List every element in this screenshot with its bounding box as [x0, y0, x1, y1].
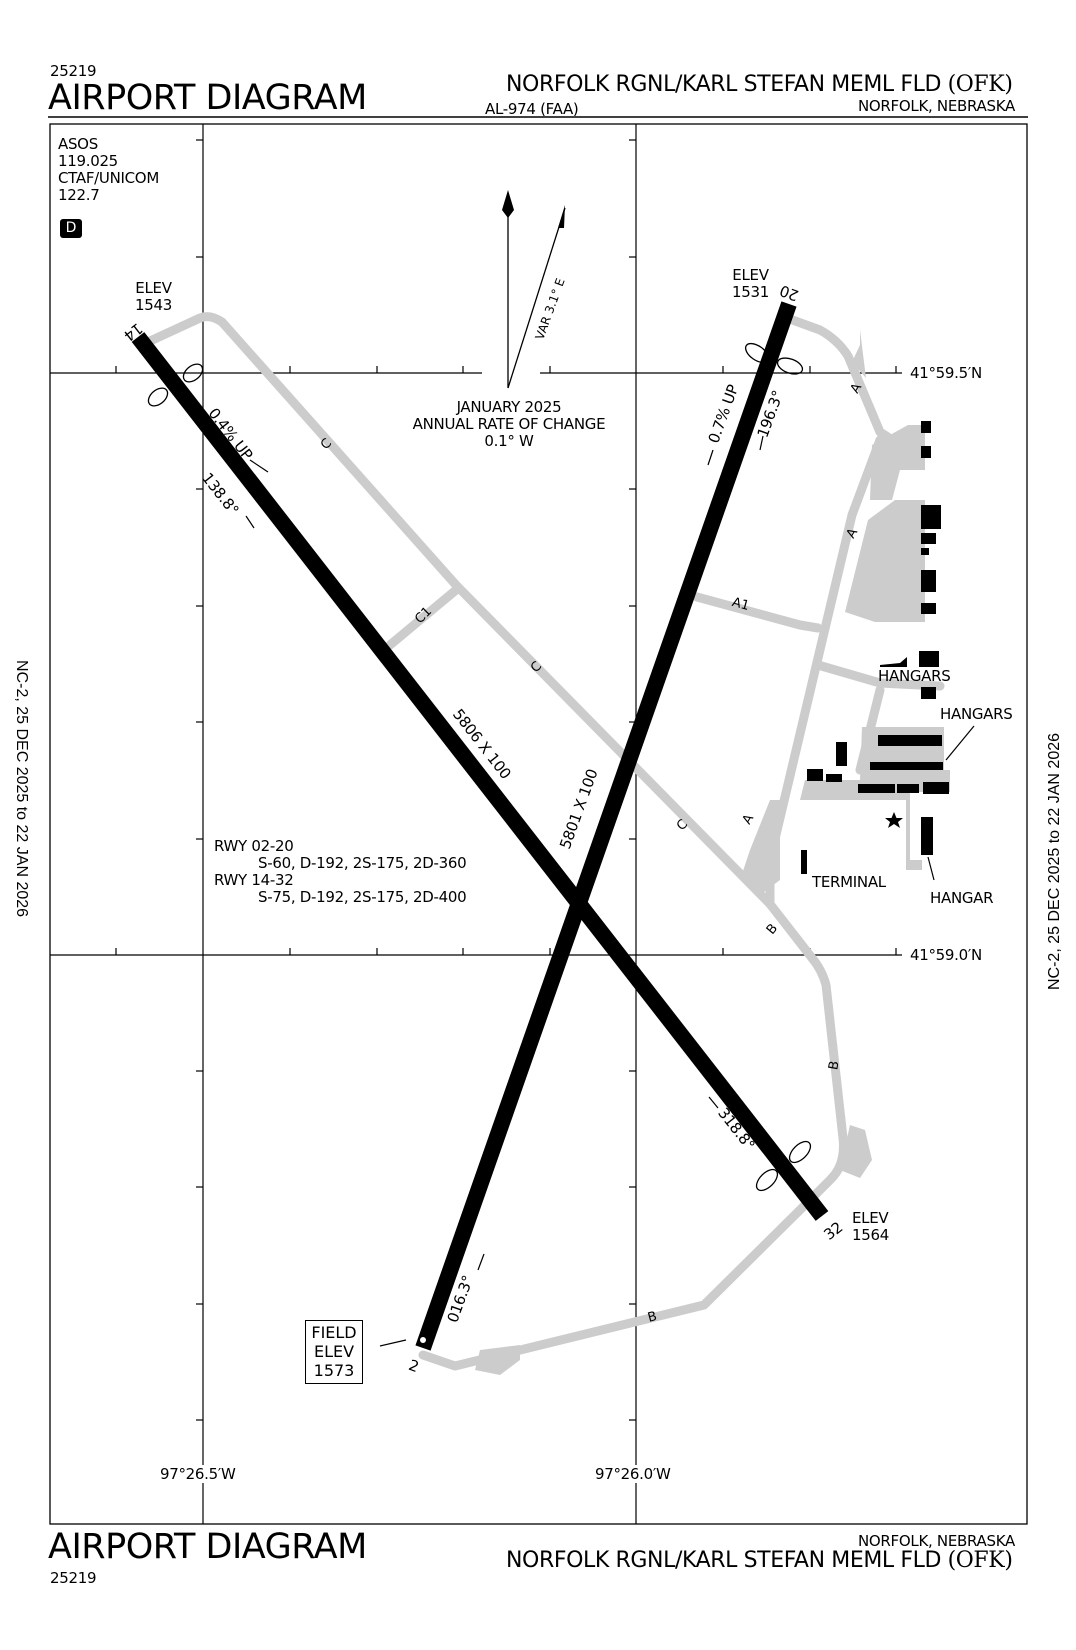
runway-14-32 [131, 332, 829, 1221]
page-title-bottom: AIRPORT DIAGRAM [48, 1527, 367, 1567]
airport-name-bottom: NORFOLK RGNL/KARL STEFAN MEML FLD (OFK) [506, 1548, 1013, 1573]
strength-runway: RWY 02-20 [214, 837, 294, 855]
magnetic-rate-block: JANUARY 2025 ANNUAL RATE OF CHANGE 0.1° … [389, 399, 629, 450]
heading-arrows [245, 435, 764, 1271]
buildings [801, 421, 949, 874]
comms-line: 122.7 [58, 186, 100, 204]
taxiway-a1 [692, 592, 823, 633]
terminal-label: TERMINAL [812, 873, 886, 891]
runway-02-20 [415, 301, 797, 1351]
rotating-beacon-icon [885, 812, 903, 828]
strength-values: S-75, D-192, 2S-175, 2D-400 [258, 888, 467, 906]
lat-lon-grid [50, 124, 902, 1524]
comms-line: ASOS [58, 135, 98, 153]
latitude-bottom: 41°59.0′N [910, 946, 982, 964]
airport-id: (OFK) [947, 1548, 1013, 1573]
taxiway-a [782, 313, 905, 450]
hangars-label-1: HANGARS [878, 667, 951, 685]
airport-name: NORFOLK RGNL/KARL STEFAN MEML FLD [506, 72, 941, 97]
longitude-right: 97°26.0′W [595, 1465, 671, 1483]
hangars-label-2: HANGARS [940, 705, 1013, 723]
latitude-top: 41°59.5′N [910, 364, 982, 382]
chart-number-bottom: 25219 [50, 1569, 97, 1587]
airport-name: NORFOLK RGNL/KARL STEFAN MEML FLD [506, 1548, 941, 1573]
strength-runway: RWY 14-32 [214, 871, 294, 889]
field-elevation-box: FIELD ELEV 1573 [305, 1320, 363, 1384]
taxiways [143, 312, 945, 1371]
taxiway-c1 [385, 585, 461, 650]
comms-frequencies: ASOS 119.025 CTAF/UNICOM 122.7 [58, 136, 159, 204]
airport-name-top: NORFOLK RGNL/KARL STEFAN MEML FLD (OFK) [506, 72, 1013, 97]
d-atis-badge: D [60, 219, 82, 238]
runway-strength-table: RWY 02-20 S-60, D-192, 2S-175, 2D-360 RW… [214, 837, 467, 906]
magnetic-variation-arrow-icon [507, 205, 566, 389]
taxiway-b [418, 899, 848, 1371]
runway-end-markers [147, 342, 812, 1192]
taxiway-a-south [765, 435, 885, 909]
hangar-label: HANGAR [930, 889, 994, 907]
airport-location-top: NORFOLK, NEBRASKA [858, 97, 1015, 115]
comms-line: CTAF/UNICOM [58, 169, 159, 187]
page-title-top: AIRPORT DIAGRAM [48, 78, 367, 118]
taxiway-c [143, 312, 775, 909]
magnetic-epoch: JANUARY 2025 [456, 398, 562, 416]
effective-dates-left: NC-2, 25 DEC 2025 to 22 JAN 2026 [13, 660, 30, 918]
runways [131, 301, 829, 1351]
strength-values: S-60, D-192, 2S-175, 2D-360 [258, 854, 467, 872]
airport-id: (OFK) [947, 72, 1013, 97]
rwy14-elevation: ELEV 1543 [135, 279, 172, 314]
callout-leaders [379, 725, 975, 1347]
magnetic-rate-value: 0.1° W [484, 432, 534, 450]
north-arrow-icon [502, 190, 514, 388]
chart-number-top: 25219 [50, 62, 97, 80]
magnetic-rate-label: ANNUAL RATE OF CHANGE [412, 415, 606, 433]
longitude-left: 97°26.5′W [160, 1465, 236, 1483]
taxiway-connector [813, 660, 945, 691]
rwy20-elevation: ELEV 1531 [732, 266, 769, 301]
field-elev-point [420, 1337, 426, 1343]
comms-line: 119.025 [58, 152, 118, 170]
airport-location-bottom: NORFOLK, NEBRASKA [858, 1532, 1015, 1550]
rwy32-elevation: ELEV 1564 [852, 1209, 889, 1244]
effective-dates-right: NC-2, 25 DEC 2025 to 22 JAN 2026 [1046, 732, 1063, 990]
chart-reference: AL-974 (FAA) [485, 100, 579, 118]
diagram-frame [49, 123, 1028, 1525]
